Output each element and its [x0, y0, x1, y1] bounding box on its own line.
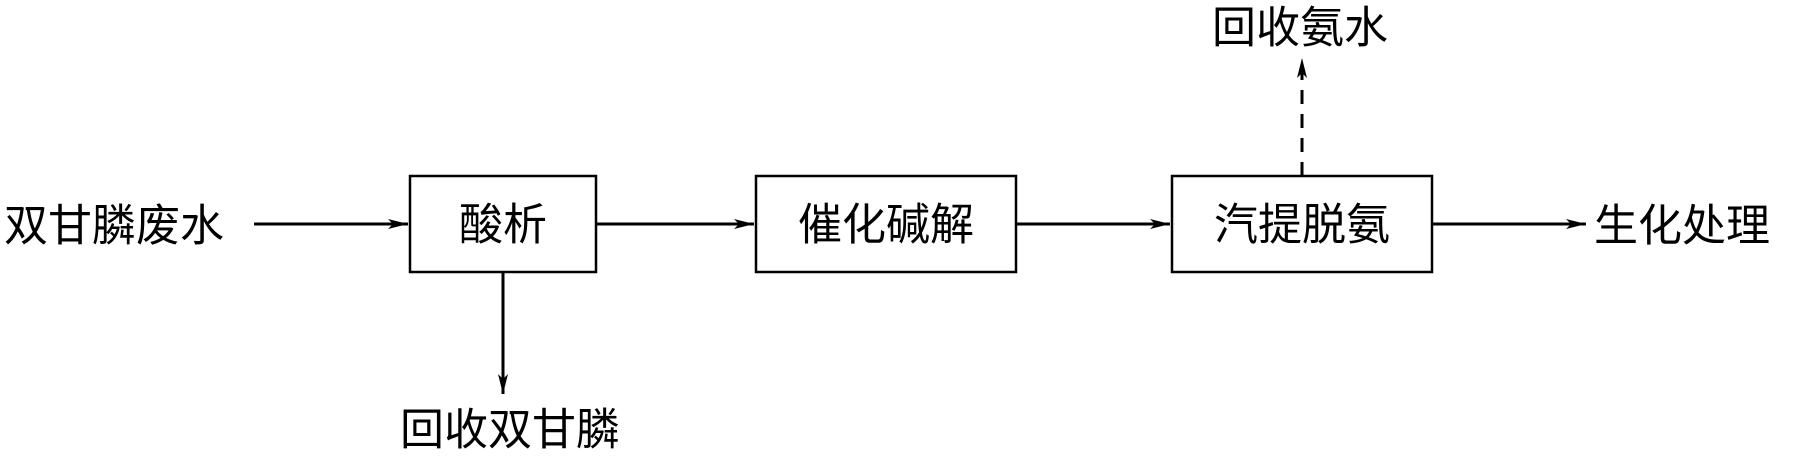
step-label-ammonia-stripping: 汽提脱氨 [1214, 200, 1390, 251]
output-label: 生化处理 [1594, 201, 1770, 252]
step-box-ammonia-stripping [1170, 174, 1434, 274]
step-acid-precipitation: 酸析 [408, 174, 598, 274]
step-label-catalytic-alkaline-hydrolysis: 催化碱解 [798, 200, 974, 251]
step-catalytic-alkaline-hydrolysis: 催化碱解 [754, 174, 1018, 274]
step-ammonia-stripping: 汽提脱氨 [1170, 174, 1434, 274]
byproduct-label-recovered-ammonia-water: 回收氨水 [1212, 3, 1388, 54]
step-box-catalytic-alkaline-hydrolysis [754, 174, 1018, 274]
step-label-acid-precipitation: 酸析 [459, 200, 547, 251]
input-label: 双甘膦废水 [4, 201, 224, 252]
byproduct-label-recovered-glyphosate: 回收双甘膦 [400, 405, 620, 456]
